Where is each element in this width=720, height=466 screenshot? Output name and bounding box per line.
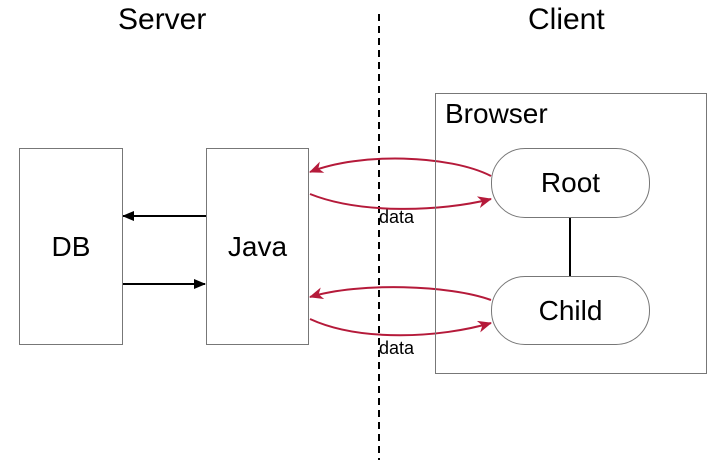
java-to-root-arrow	[309, 193, 492, 210]
db-node: DB	[19, 148, 123, 345]
db-node-label: DB	[51, 230, 91, 262]
child-data-edge-label: data	[379, 338, 415, 358]
java-to-child-arrow	[309, 318, 492, 337]
root-node-label: Root	[540, 167, 601, 198]
browser-label: Browser	[445, 98, 548, 129]
root-node: Root	[491, 148, 650, 218]
browser-container	[435, 93, 707, 374]
root-data-edge-label: data	[379, 207, 415, 227]
child-node-label: Child	[538, 294, 603, 326]
java-node: Java	[206, 148, 309, 345]
server-section-title: Server	[118, 3, 207, 36]
java-node-label: Java	[227, 230, 288, 262]
root-to-java-arrow	[309, 157, 492, 177]
child-to-java-arrow	[309, 286, 492, 301]
client-section-title: Client	[528, 3, 605, 36]
child-node: Child	[491, 276, 650, 345]
